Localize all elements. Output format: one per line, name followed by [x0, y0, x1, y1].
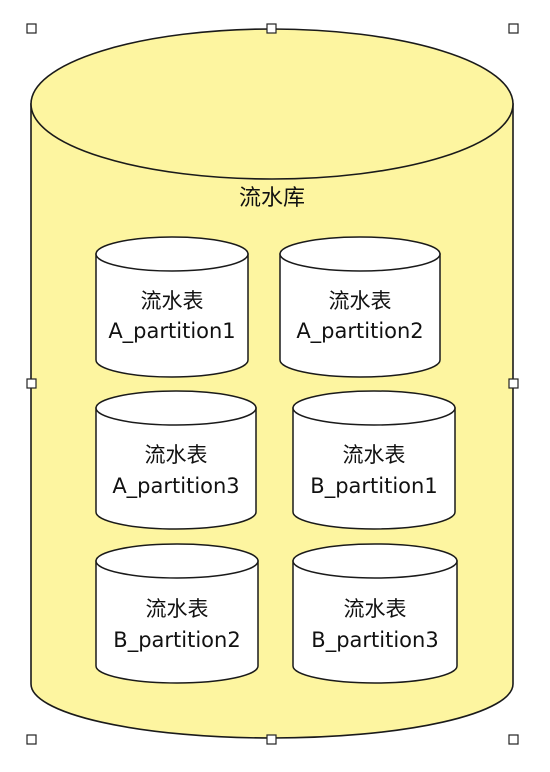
table-name: 流水表: [141, 289, 204, 313]
table-name: 流水表: [146, 597, 209, 621]
table-cylinder[interactable]: 流水表 A_partition1: [95, 236, 249, 378]
table-body: [279, 253, 441, 378]
table-partition: B_partition3: [311, 628, 438, 653]
table-partition: B_partition2: [113, 628, 240, 653]
table-top: [95, 390, 257, 426]
table-cylinder[interactable]: 流水表 B_partition3: [292, 543, 458, 684]
resize-handle-bottom-right[interactable]: [508, 734, 519, 745]
table-name: 流水表: [344, 597, 407, 621]
table-top: [292, 390, 456, 426]
database-label: 流水库: [239, 186, 305, 211]
table-cylinder[interactable]: 流水表 B_partition2: [95, 543, 259, 684]
table-name: 流水表: [343, 443, 406, 467]
table-top: [95, 236, 249, 272]
database-top: [30, 28, 514, 180]
resize-handle-middle-left[interactable]: [26, 378, 37, 389]
table-cylinder[interactable]: 流水表 B_partition1: [292, 390, 456, 530]
table-top: [292, 543, 458, 579]
table-body: [292, 407, 456, 530]
table-name: 流水表: [329, 289, 392, 313]
table-partition: B_partition1: [310, 474, 437, 499]
table-body: [292, 560, 458, 684]
selection-handles: [26, 23, 519, 745]
resize-handle-top-right[interactable]: [508, 23, 519, 34]
table-partition: A_partition2: [296, 319, 423, 344]
resize-handle-top-left[interactable]: [26, 23, 37, 34]
resize-handle-top-center[interactable]: [266, 23, 277, 34]
resize-handle-middle-right[interactable]: [508, 378, 519, 389]
table-body: [95, 407, 257, 530]
table-cylinder[interactable]: 流水表 A_partition3: [95, 390, 257, 530]
table-partition: A_partition1: [108, 319, 235, 344]
table-top: [95, 543, 259, 579]
table-body: [95, 560, 259, 684]
resize-handle-bottom-left[interactable]: [26, 734, 37, 745]
table-cylinder[interactable]: 流水表 A_partition2: [279, 236, 441, 378]
table-top: [279, 236, 441, 272]
resize-handle-bottom-center[interactable]: [266, 734, 277, 745]
table-name: 流水表: [145, 443, 208, 467]
table-partition: A_partition3: [112, 474, 239, 499]
table-body: [95, 253, 249, 378]
